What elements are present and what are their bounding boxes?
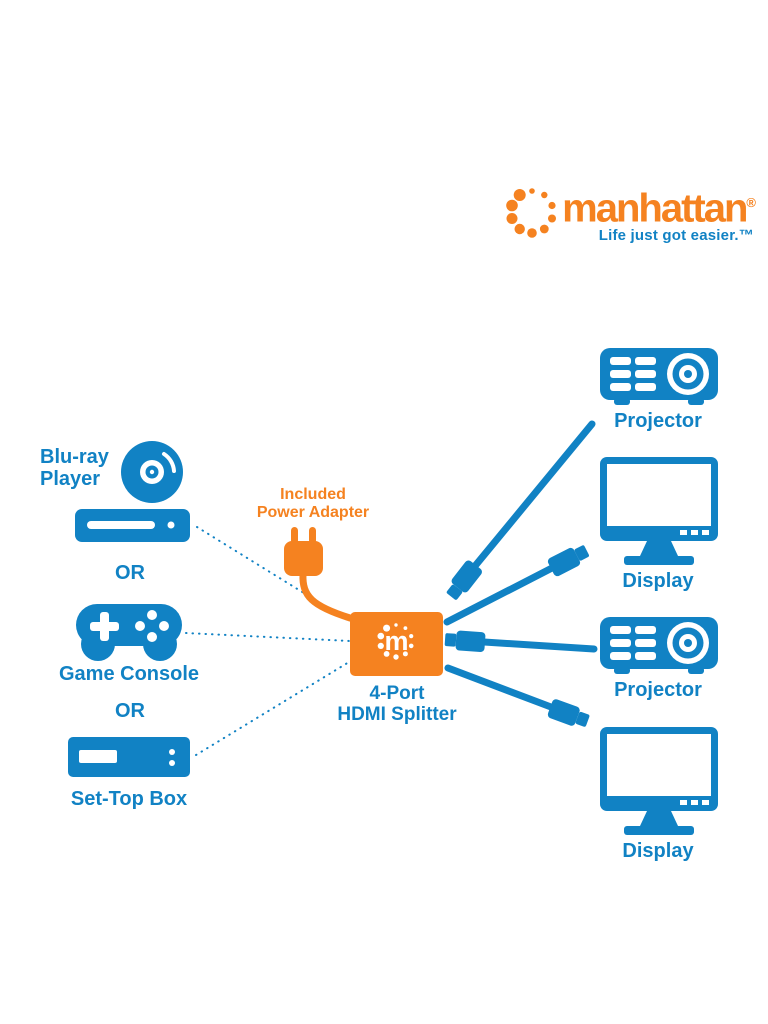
splitter-label-line1: 4-Port — [369, 683, 425, 704]
dotted-line-bluray — [196, 526, 355, 625]
power-adapter-label-line2: Power Adapter — [256, 504, 370, 521]
hdmi-cables — [443, 420, 598, 731]
registered-mark: ® — [746, 195, 756, 210]
hdmi-cable-1 — [471, 420, 596, 570]
splitter-label-line2: HDMI Splitter — [337, 704, 457, 725]
display-icon-2 — [600, 727, 718, 835]
hdmi-cable-2 — [443, 564, 556, 626]
display-icon-1 — [600, 457, 718, 565]
hdmi-plug-icon-4 — [546, 698, 592, 731]
brand-wordmark: manhattan® — [562, 181, 756, 230]
dotted-line-console — [185, 632, 351, 642]
output-label-projector-1: Projector — [614, 410, 702, 432]
bluray-disc-icon — [121, 441, 183, 503]
game-controller-icon — [76, 604, 182, 661]
brand-wordmark-text: manhattan — [562, 186, 748, 231]
brand-logo-dots-icon — [506, 188, 556, 238]
bluray-label-line2: Player — [40, 468, 101, 490]
power-adapter-icon — [284, 527, 354, 622]
bluray-player-icon — [75, 509, 190, 542]
or-separator-1: OR — [115, 562, 145, 584]
game-console-label: Game Console — [58, 663, 200, 685]
dotted-line-settop — [195, 658, 355, 756]
hdmi-plug-icon-2 — [546, 541, 592, 578]
output-label-display-1: Display — [622, 570, 694, 592]
splitter-box-icon — [350, 612, 443, 676]
hdmi-plug-icon-3 — [444, 629, 486, 653]
or-separator-2: OR — [115, 700, 145, 722]
output-label-display-2: Display — [622, 840, 694, 862]
bluray-label-line1: Blu-ray — [40, 446, 109, 468]
output-label-projector-2: Projector — [614, 679, 702, 701]
hdmi-cable-4 — [444, 664, 555, 711]
set-top-box-icon — [68, 737, 190, 777]
brand-tagline: Life just got easier.™ — [598, 227, 754, 244]
projector-icon-2 — [600, 617, 718, 674]
set-top-box-label: Set-Top Box — [70, 788, 188, 810]
hdmi-cable-3 — [480, 638, 598, 653]
splitter-logo-letter: m — [384, 626, 409, 656]
projector-icon-1 — [600, 348, 718, 405]
source-connection-lines — [185, 526, 355, 756]
power-adapter-label-line1: Included — [280, 486, 346, 503]
